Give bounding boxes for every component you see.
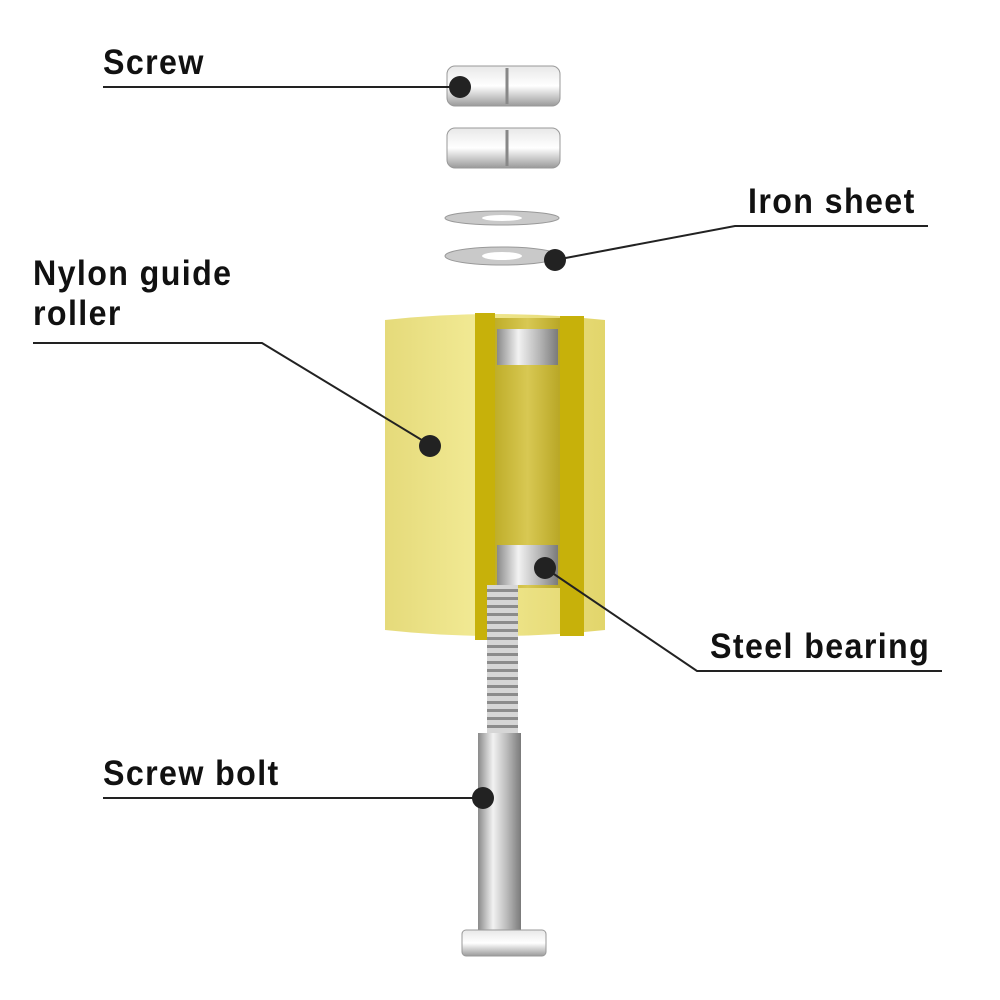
label-steel-bearing: Steel bearing (710, 627, 931, 666)
label-nylon-line1: Nylon guide (33, 254, 233, 293)
label-screw-bolt: Screw bolt (103, 754, 280, 793)
leader-lines (33, 86, 942, 799)
washer-bottom (444, 246, 560, 266)
washer-top (444, 210, 560, 226)
nylon-roller-drawing (385, 313, 605, 640)
marker-dot-screw (449, 76, 471, 98)
marker-dot-steel-bearing (534, 557, 556, 579)
label-iron-sheet: Iron sheet (748, 182, 916, 221)
marker-dot-iron-sheet (544, 249, 566, 271)
nut-second (446, 127, 561, 169)
marker-dot-screw-bolt (472, 787, 494, 809)
label-screw: Screw (103, 43, 205, 82)
label-nylon-line2: roller (33, 294, 122, 333)
nut-top (446, 65, 561, 107)
marker-dot-nylon-roller (419, 435, 441, 457)
